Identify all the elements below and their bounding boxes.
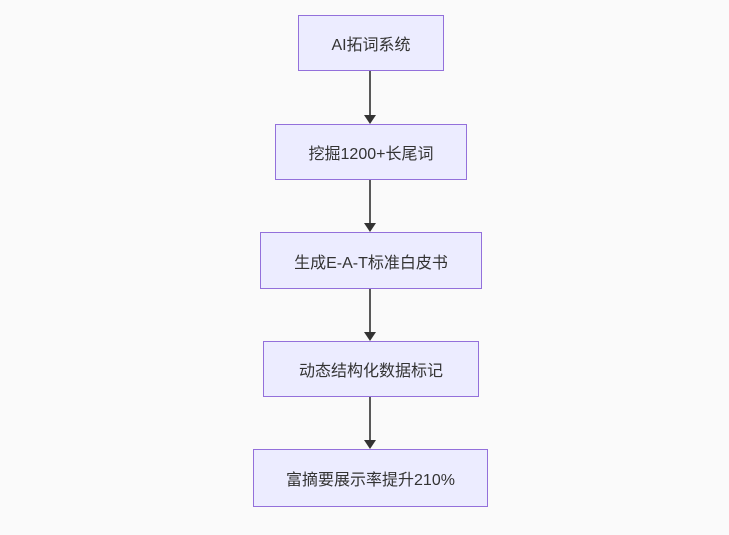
- arrow-connector-4: [364, 397, 376, 449]
- arrow-line: [369, 397, 371, 441]
- arrow-connector-3: [364, 289, 376, 341]
- node-label: 挖掘1200+长尾词: [308, 146, 434, 163]
- node-label: 富摘要展示率提升210%: [286, 472, 455, 489]
- arrow-line: [369, 289, 371, 333]
- arrow-line: [369, 180, 371, 224]
- flowchart-node-rich-snippet-rate: 富摘要展示率提升210%: [253, 449, 488, 507]
- arrow-head-icon: [364, 332, 376, 341]
- flowchart-node-ai-keyword-system: AI拓词系统: [298, 15, 444, 71]
- node-label: 动态结构化数据标记: [298, 363, 443, 380]
- flowchart-node-structured-data-markup: 动态结构化数据标记: [263, 341, 479, 397]
- node-label: AI拓词系统: [331, 37, 411, 54]
- flowchart-node-eat-whitepaper: 生成E-A-T标准白皮书: [260, 232, 482, 289]
- node-label: 生成E-A-T标准白皮书: [294, 254, 448, 272]
- arrow-head-icon: [364, 440, 376, 449]
- arrow-head-icon: [364, 115, 376, 124]
- arrow-head-icon: [364, 223, 376, 232]
- arrow-connector-2: [364, 180, 376, 232]
- arrow-line: [369, 71, 371, 116]
- flowchart-node-longtail-keywords: 挖掘1200+长尾词: [275, 124, 467, 180]
- arrow-connector-1: [364, 71, 376, 124]
